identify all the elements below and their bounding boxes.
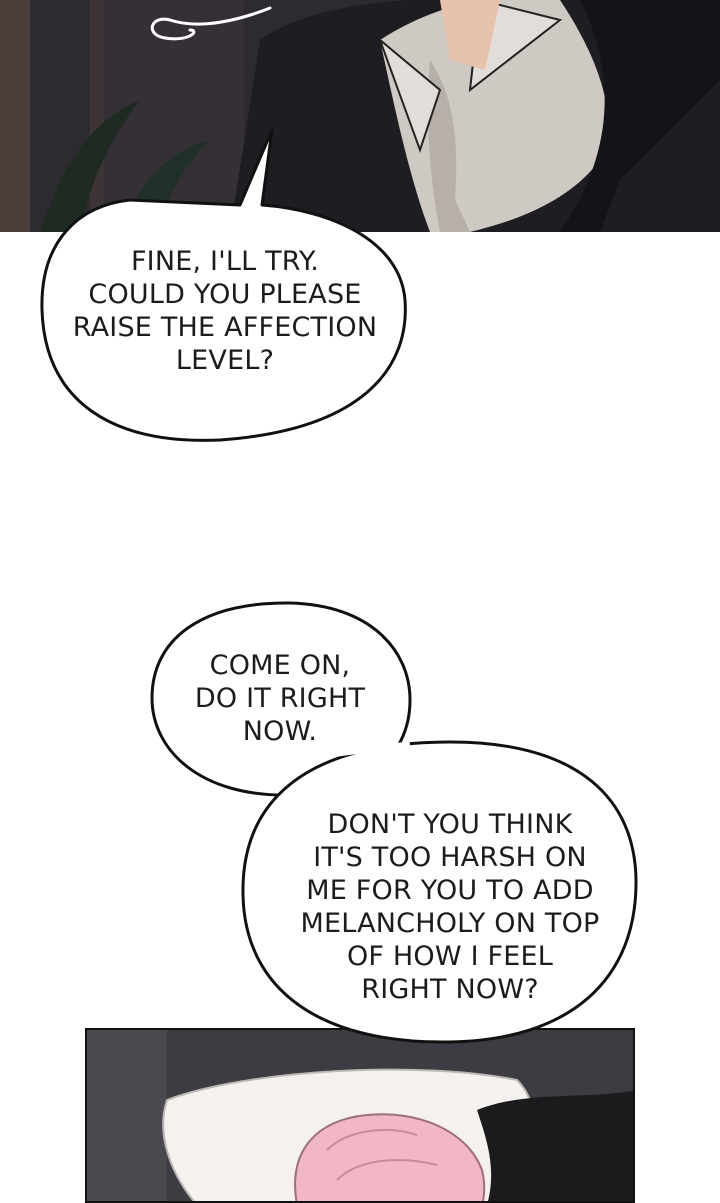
bubble-line: DO IT RIGHT [194, 683, 366, 714]
bubble-line: RAISE THE AFFECTION [72, 312, 378, 343]
speech-bubble-3-shape [241, 740, 638, 1044]
speech-bubble-3-text: DON'T YOU THINK IT'S TOO HARSH ON ME FOR… [290, 808, 610, 1006]
bubble-line: FINE, I'LL TRY. [130, 246, 320, 277]
speech-bubble-1-text: FINE, I'LL TRY. COULD YOU PLEASE RAISE T… [60, 245, 390, 377]
bubble-line: RIGHT NOW? [361, 974, 539, 1005]
man-in-suit-illustration [0, 0, 720, 232]
squiggle-effect [151, 6, 272, 41]
bubble-line: ME FOR YOU TO ADD [306, 875, 594, 906]
bottom-illustration-panel [85, 1028, 635, 1203]
bubble-line: OF HOW I FEEL [346, 941, 554, 972]
bubble-line: COULD YOU PLEASE [88, 279, 362, 310]
bubble-line: COME ON, [209, 650, 351, 681]
speech-bubble-2-text: COME ON, DO IT RIGHT NOW. [160, 649, 400, 748]
bubble-line: LEVEL? [175, 345, 275, 376]
bubble-line: MELANCHOLY ON TOP [300, 908, 600, 939]
speech-bubble-1-shape [40, 128, 407, 442]
bubble-line: NOW. [242, 716, 318, 747]
bubble-line: IT'S TOO HARSH ON [313, 842, 587, 873]
bubble-line: DON'T YOU THINK [327, 809, 573, 840]
pink-haired-sleeper-illustration [87, 1030, 633, 1201]
top-illustration-panel [0, 0, 720, 232]
